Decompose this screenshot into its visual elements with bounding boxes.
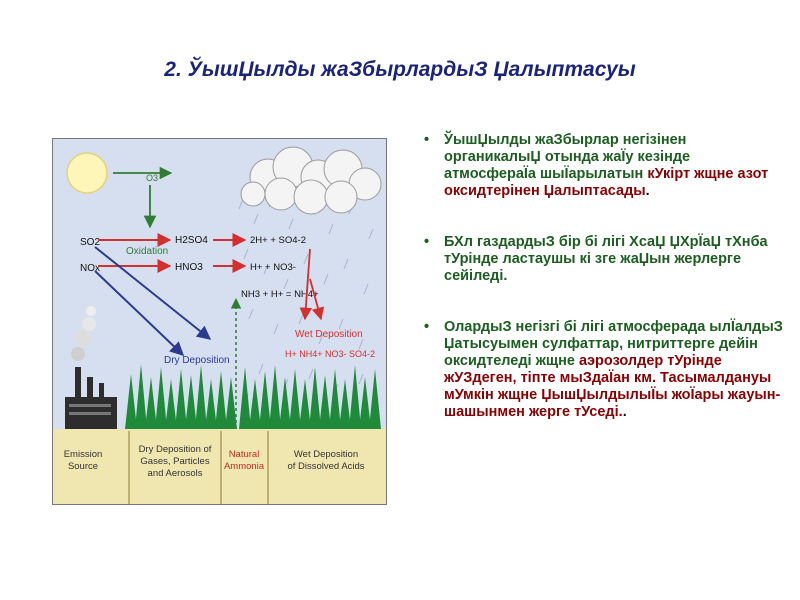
h-no3-equation: H+ + NO3- bbox=[250, 262, 296, 273]
bullet-dot: • bbox=[424, 319, 430, 335]
bullet-highlight: кУкірт жщне азот оксидтерінен Џалыптасад… bbox=[444, 166, 769, 199]
factory-icon bbox=[65, 306, 117, 429]
o3-label: O3 bbox=[146, 173, 158, 183]
forest-trees bbox=[125, 364, 381, 429]
bullet-item: • БХл газдардыЗ бір бі лігі ХсаЏ ЏХрЇаЏ … bbox=[418, 234, 783, 285]
bullet-end: . bbox=[645, 183, 650, 199]
caption-dry-line2: Gases, Particles bbox=[140, 456, 209, 467]
h2so4-label: H2SO4 bbox=[175, 235, 208, 246]
slide-title: 2. ЎышЏылды жаЗбырлардыЗ Џалыптасуы bbox=[164, 58, 636, 81]
ground-band bbox=[53, 429, 386, 504]
hno3-label: HNO3 bbox=[175, 262, 203, 273]
sun-icon bbox=[66, 152, 108, 194]
bullet-text: ОлардыЗ негізгі бі лігі атмосферада ылЇа… bbox=[444, 319, 783, 369]
bullet-text: БХл газдардыЗ бір бі лігі ХсаЏ ЏХрЇаЏ тХ… bbox=[444, 234, 768, 284]
nox-label: NOx bbox=[80, 263, 100, 274]
wet-deposition-label: Wet Deposition bbox=[295, 329, 363, 340]
wet-ions-label: H+ NH4+ NO3- SO4-2 bbox=[285, 349, 375, 359]
caption-natural-line2: Ammonia bbox=[224, 461, 265, 472]
cloud-icon bbox=[240, 146, 382, 215]
bullet-end: . bbox=[622, 404, 627, 420]
dry-deposition-label: Dry Deposition bbox=[164, 355, 230, 366]
bullet-highlight: аэрозолдер тУрінде жУЗдеген, тіпте мыЗда… bbox=[444, 353, 781, 420]
acid-rain-diagram: O3 SO2 NOx Oxidation H2SO4 HNO3 2H+ + SO… bbox=[52, 138, 387, 505]
bullet-list: • ЎышЏылды жаЗбырлар негізінен органикал… bbox=[418, 132, 783, 421]
caption-emission-line2: Source bbox=[68, 461, 98, 472]
bullet-item: • ЎышЏылды жаЗбырлар негізінен органикал… bbox=[418, 132, 783, 200]
caption-dry-line1: Dry Deposition of bbox=[139, 444, 212, 455]
nh-equation: NH3 + H+ = NH4+ bbox=[241, 289, 319, 300]
caption-wet-line2: of Dissolved Acids bbox=[287, 461, 364, 472]
caption-dry-line3: and Aerosols bbox=[148, 468, 203, 479]
oxidation-label: Oxidation bbox=[126, 246, 168, 257]
caption-wet-line1: Wet Deposition bbox=[294, 449, 358, 460]
bullet-text: ЎышЏылды жаЗбырлар негізінен органикалыЏ… bbox=[444, 132, 691, 182]
h-so4-equation: 2H+ + SO4-2 bbox=[250, 235, 306, 246]
so2-label: SO2 bbox=[80, 237, 100, 248]
bullet-dot: • bbox=[424, 234, 430, 250]
caption-natural-line1: Natural bbox=[229, 449, 260, 460]
bullet-dot: • bbox=[424, 132, 430, 148]
bullet-item: • ОлардыЗ негізгі бі лігі атмосферада ыл… bbox=[418, 319, 783, 421]
caption-emission-line1: Emission bbox=[64, 449, 103, 460]
